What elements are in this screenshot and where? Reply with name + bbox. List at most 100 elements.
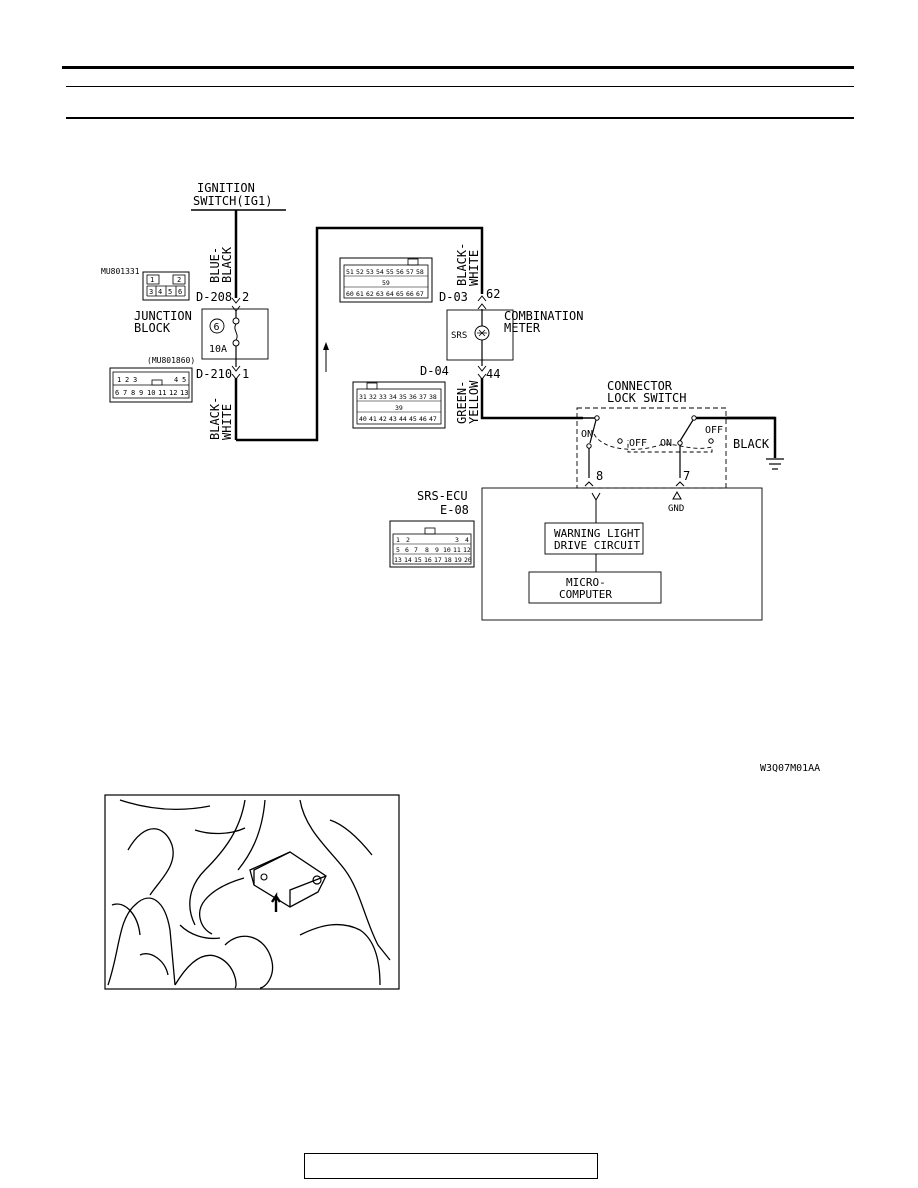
svg-text:2: 2 (406, 536, 410, 544)
left-switch-on: ON (581, 429, 593, 440)
svg-text:58: 58 (416, 268, 424, 276)
svg-text:10: 10 (147, 389, 155, 397)
svg-text:5: 5 (168, 288, 172, 296)
combination-meter-label-1: COMBINATION (504, 309, 583, 323)
connector-mark-pin7 (675, 481, 685, 487)
svg-text:1: 1 (396, 536, 400, 544)
svg-text:1: 1 (117, 376, 121, 384)
e08-connector-face (389, 520, 475, 568)
svg-text:40: 40 (359, 415, 367, 423)
svg-text:64: 64 (386, 290, 394, 298)
right-switch-off: OFF (705, 425, 723, 436)
connector-lock-switch-outline (576, 407, 727, 489)
ecu-pin7-terminal (672, 490, 682, 500)
svg-text:5: 5 (182, 376, 186, 384)
srs-ecu-location-illustration (104, 794, 400, 990)
svg-text:35: 35 (399, 393, 407, 401)
wire-black-white-left-label-2: WHITE (220, 404, 234, 440)
microcomputer-label-2: COMPUTER (559, 588, 612, 601)
connector-lock-switch-label-2: LOCK SWITCH (607, 391, 686, 405)
svg-text:51: 51 (346, 268, 354, 276)
ecu-pin8-terminal (591, 492, 601, 523)
svg-text:56: 56 (396, 268, 404, 276)
svg-text:11: 11 (453, 546, 461, 554)
svg-text:45: 45 (409, 415, 417, 423)
warning-light-label-2: DRIVE CIRCUIT (554, 539, 640, 552)
wire-black (726, 416, 777, 458)
svg-text:20: 20 (464, 556, 472, 564)
srs-ecu-label: SRS-ECU (417, 489, 468, 503)
srs-lamp-label: SRS (451, 331, 467, 341)
connector-mark-d03 (477, 295, 487, 310)
conn-e08: E-08 (440, 503, 469, 517)
svg-text:43: 43 (389, 415, 397, 423)
svg-text:61: 61 (356, 290, 364, 298)
svg-text:32: 32 (369, 393, 377, 401)
conn-d03: D-03 (439, 290, 468, 304)
svg-text:37: 37 (419, 393, 427, 401)
fuse-number-circle (209, 318, 225, 334)
footer-page-box (304, 1153, 598, 1179)
svg-text:36: 36 (409, 393, 417, 401)
left-switch-off: OFF (629, 438, 647, 449)
svg-text:66: 66 (406, 290, 414, 298)
conn-d210: D-210 (196, 367, 232, 381)
junction-block-label-2: BLOCK (134, 321, 171, 335)
ground-icon (766, 458, 784, 470)
svg-text:2: 2 (125, 376, 129, 384)
srs-ecu-box (481, 487, 763, 621)
d03-connector-face (339, 257, 433, 303)
svg-text:17: 17 (434, 556, 442, 564)
svg-text:6: 6 (405, 546, 409, 554)
svg-text:4: 4 (158, 288, 162, 296)
gnd-label: GND (668, 504, 684, 514)
svg-text:9: 9 (435, 546, 439, 554)
svg-text:3: 3 (149, 288, 153, 296)
pin-1: 1 (242, 367, 249, 381)
svg-text:65: 65 (396, 290, 404, 298)
right-switch-on: ON (660, 438, 672, 449)
switch-link-dashed (593, 433, 713, 453)
wire-black-white-right-label-1: BLACK- (455, 243, 469, 286)
svg-text:47: 47 (429, 415, 437, 423)
wire-green-yellow (480, 378, 583, 420)
d04-connector-face (352, 381, 446, 429)
warning-light-label-1: WARNING LIGHT (554, 527, 640, 540)
svg-text:57: 57 (406, 268, 414, 276)
svg-text:60: 60 (346, 290, 354, 298)
svg-text:15: 15 (414, 556, 422, 564)
wire-blue-black-label-1: BLUE- (208, 247, 222, 283)
svg-text:63: 63 (376, 290, 384, 298)
microcomputer-label-1: MICRO- (566, 576, 606, 589)
svg-text:54: 54 (376, 268, 384, 276)
connector-mark-d04 (477, 365, 487, 380)
svg-text:14: 14 (404, 556, 412, 564)
svg-text:39: 39 (395, 404, 403, 412)
wire-green-yellow-label-2: YELLOW (467, 380, 481, 424)
svg-text:31: 31 (359, 393, 367, 401)
fuse-number: 6 (214, 322, 220, 333)
connector-mark-d210 (231, 365, 241, 380)
combination-meter-label-2: METER (504, 321, 541, 335)
wire-black-label: BLACK (733, 437, 770, 451)
microcomputer (528, 571, 662, 604)
svg-text:6: 6 (115, 389, 119, 397)
svg-text:12: 12 (169, 389, 177, 397)
d210-connector-pins: 1 2 3 4 5 6 7 8 9 10 11 12 13 (115, 376, 188, 397)
svg-text:62: 62 (366, 290, 374, 298)
svg-text:18: 18 (444, 556, 452, 564)
svg-text:67: 67 (416, 290, 424, 298)
header-rule-top (62, 66, 854, 69)
svg-text:44: 44 (399, 415, 407, 423)
combination-meter (446, 309, 514, 361)
svg-text:4: 4 (174, 376, 178, 384)
junction-connector-face (142, 271, 190, 301)
connector-mark-pin8 (584, 481, 594, 487)
svg-text:6: 6 (178, 288, 182, 296)
current-flow-arrow (323, 342, 329, 372)
svg-text:33: 33 (379, 393, 387, 401)
svg-text:52: 52 (356, 268, 364, 276)
pin-44: 44 (486, 367, 500, 381)
svg-text:34: 34 (389, 393, 397, 401)
svg-text:SWITCH(IG1): SWITCH(IG1) (193, 194, 272, 208)
